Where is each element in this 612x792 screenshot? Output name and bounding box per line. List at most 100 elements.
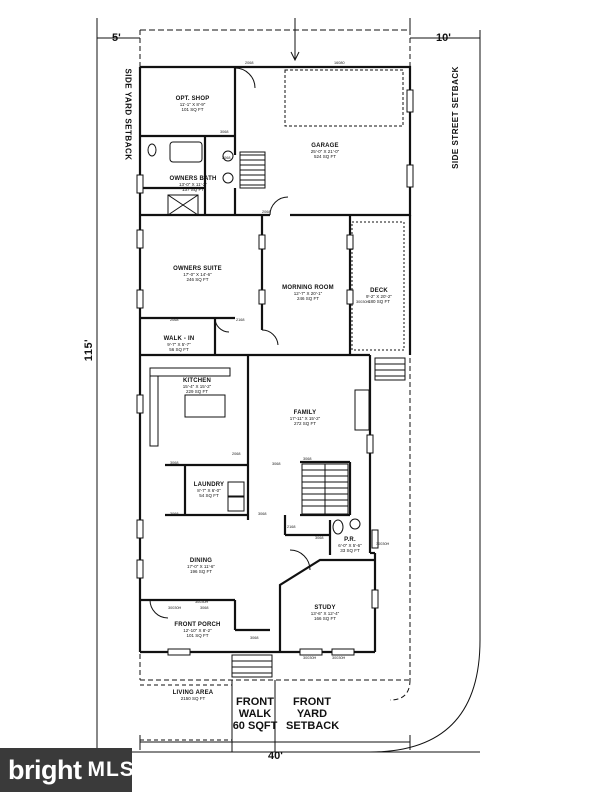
room-area: 196 SQ FT <box>189 568 212 574</box>
front-walk-line-1: FRONT <box>236 696 274 708</box>
opening-note: 30030H <box>332 656 346 660</box>
opening-note: 3068 <box>170 461 179 465</box>
room-area: 101 SQ FT <box>186 632 209 638</box>
room-area: 229 SQ FT <box>185 388 208 394</box>
opening-note: 30030H <box>168 606 182 610</box>
living-area-value: 2150 SQ FT <box>180 695 206 701</box>
room-area: 246 SQ FT <box>186 276 209 282</box>
opening-note: 3068 <box>200 606 209 610</box>
room-area: 33 SQ FT <box>340 547 360 553</box>
room-dims: 12'-7" X 20'-1" <box>293 290 323 296</box>
exterior-wall-top <box>140 65 412 217</box>
opening-note: 3068 <box>303 457 312 461</box>
room-dims: 15'-4" X 15'-2" <box>182 383 212 389</box>
opening-note: 2168 <box>287 525 296 529</box>
room-pr: P.R. 6'-0" X 5'-6" 33 SQ FT <box>333 537 367 553</box>
room-area: 524 SQ FT <box>313 153 336 159</box>
room-walk-in: WALK - IN 9'-7" X 5'-7" 56 SQ FT <box>158 336 200 352</box>
room-name: OWNERS BATH <box>169 176 217 182</box>
opening-note: 2068 <box>170 318 179 322</box>
room-dims: 13'-0" X 11'-2" <box>178 181 208 187</box>
room-name: OPT. SHOP <box>175 96 210 102</box>
opening-note: 3068 <box>258 512 267 516</box>
room-name: P.R. <box>344 537 356 543</box>
room-owners-bath: OWNERS BATH 13'-0" X 11'-2" 137 SQ FT <box>168 176 218 192</box>
opening-note: 2068 <box>262 210 271 214</box>
front-yard-line-1: FRONT <box>293 696 331 708</box>
lot-line-corner-curve <box>369 30 481 753</box>
logo-suffix: MLS <box>87 758 135 781</box>
opening-note: 30030H <box>376 542 390 546</box>
room-garage: GARAGE 25'-0" X 21'-0" 524 SQ FT <box>300 143 350 159</box>
opening-note: 2068 <box>232 452 241 456</box>
room-name: LAUNDRY <box>193 482 225 488</box>
room-dims: 13'-6" X 12'-4" <box>310 610 340 616</box>
opening-note: 3068 <box>272 462 281 466</box>
opening-note: 30030H <box>303 656 317 660</box>
front-walk-line-3: 60 SQFT <box>232 720 278 733</box>
logo-word: bright <box>8 754 82 785</box>
room-name: FRONT PORCH <box>174 622 221 628</box>
front-yard-line-3: SETBACK <box>286 720 340 733</box>
room-area: 101 SQ FT <box>181 106 204 112</box>
left-setback-dimension: 5' <box>112 32 121 44</box>
room-area: 246 SQ FT <box>296 295 319 301</box>
side-street-setback-label: SIDE STREET SETBACK <box>450 66 460 169</box>
opening-note: 2068 <box>245 61 254 65</box>
front-yard-setback-label: FRONT YARD SETBACK <box>286 696 340 733</box>
room-deck: DECK 9'-2" X 20'-2" 180 SQ FT <box>360 288 398 304</box>
room-front-porch: FRONT PORCH 12'-10" X 8'-2" 101 SQ FT <box>170 622 225 638</box>
room-area: 56 SQ FT <box>169 346 189 352</box>
room-dims: 17'-11" X 15'-2" <box>289 415 321 421</box>
living-area-label: LIVING AREA 2150 SQ FT <box>168 690 218 702</box>
room-dims: 9'-2" X 20'-2" <box>366 293 392 299</box>
room-name: STUDY <box>314 605 336 611</box>
room-name: WALK - IN <box>163 336 195 342</box>
room-area: 166 SQ FT <box>313 615 336 621</box>
room-dims: 17'-0" X 11'-6" <box>186 563 216 569</box>
room-kitchen: KITCHEN 15'-4" X 15'-2" 229 SQ FT <box>172 378 222 394</box>
room-name: FAMILY <box>293 410 317 416</box>
room-dining: DINING 17'-0" X 11'-6" 196 SQ FT <box>176 558 226 574</box>
opening-note: 30030H <box>356 300 370 304</box>
room-area: 137 SQ FT <box>181 186 204 192</box>
room-family: FAMILY 17'-11" X 15'-2" 272 SQ FT <box>280 410 330 426</box>
opening-note: 3068 <box>315 536 324 540</box>
right-setback-dimension: 10' <box>436 32 451 44</box>
living-area-name: LIVING AREA <box>172 690 214 696</box>
front-walk-line-2: WALK <box>238 708 272 721</box>
room-dims: 11'-1" X 8'-9" <box>179 101 206 107</box>
room-name: DECK <box>370 288 388 294</box>
room-owners-suite: OWNERS SUITE 17'-0" X 14'-6" 246 SQ FT <box>170 266 225 282</box>
room-dims: 12'-10" X 8'-2" <box>183 627 212 633</box>
opening-note: 2068 <box>222 156 231 160</box>
room-name: GARAGE <box>311 143 339 149</box>
opening-note: 3068 <box>170 512 179 516</box>
room-laundry: LAUNDRY 8'-7" X 6'-0" 54 SQ FT <box>188 482 230 498</box>
room-name: DINING <box>189 558 213 564</box>
opening-note: 2168 <box>236 318 245 322</box>
room-opt-shop: OPT. SHOP 11'-1" X 8'-9" 101 SQ FT <box>165 96 220 112</box>
room-dims: 6'-0" X 5'-6" <box>338 542 362 548</box>
opening-note: 3068 <box>220 130 229 134</box>
depth-dimension: 115' <box>83 338 96 362</box>
side-yard-setback-label: SIDE YARD SETBACK <box>123 68 133 161</box>
room-dims: 25'-0" X 21'-0" <box>310 148 340 154</box>
room-dims: 17'-0" X 14'-6" <box>183 271 212 277</box>
room-area: 54 SQ FT <box>199 492 219 498</box>
room-name: OWNERS SUITE <box>173 266 222 272</box>
stairs-main <box>301 463 349 515</box>
room-morning-room: MORNING ROOM 12'-7" X 20'-1" 246 SQ FT <box>278 285 338 301</box>
front-walk-label: FRONT WALK 60 SQFT <box>232 696 278 732</box>
room-area: 272 SQ FT <box>293 420 316 426</box>
room-area: 180 SQ FT <box>367 298 390 304</box>
brightmls-logo: bright MLS <box>0 748 135 792</box>
room-dims: 8'-7" X 6'-0" <box>197 487 221 493</box>
room-name: MORNING ROOM <box>282 285 334 291</box>
room-name: KITCHEN <box>182 378 212 384</box>
opening-note: 16080 <box>334 61 345 65</box>
front-yard-line-2: YARD <box>296 708 328 721</box>
room-dims: 9'-7" X 5'-7" <box>167 341 191 347</box>
stairs-upper <box>239 151 266 189</box>
